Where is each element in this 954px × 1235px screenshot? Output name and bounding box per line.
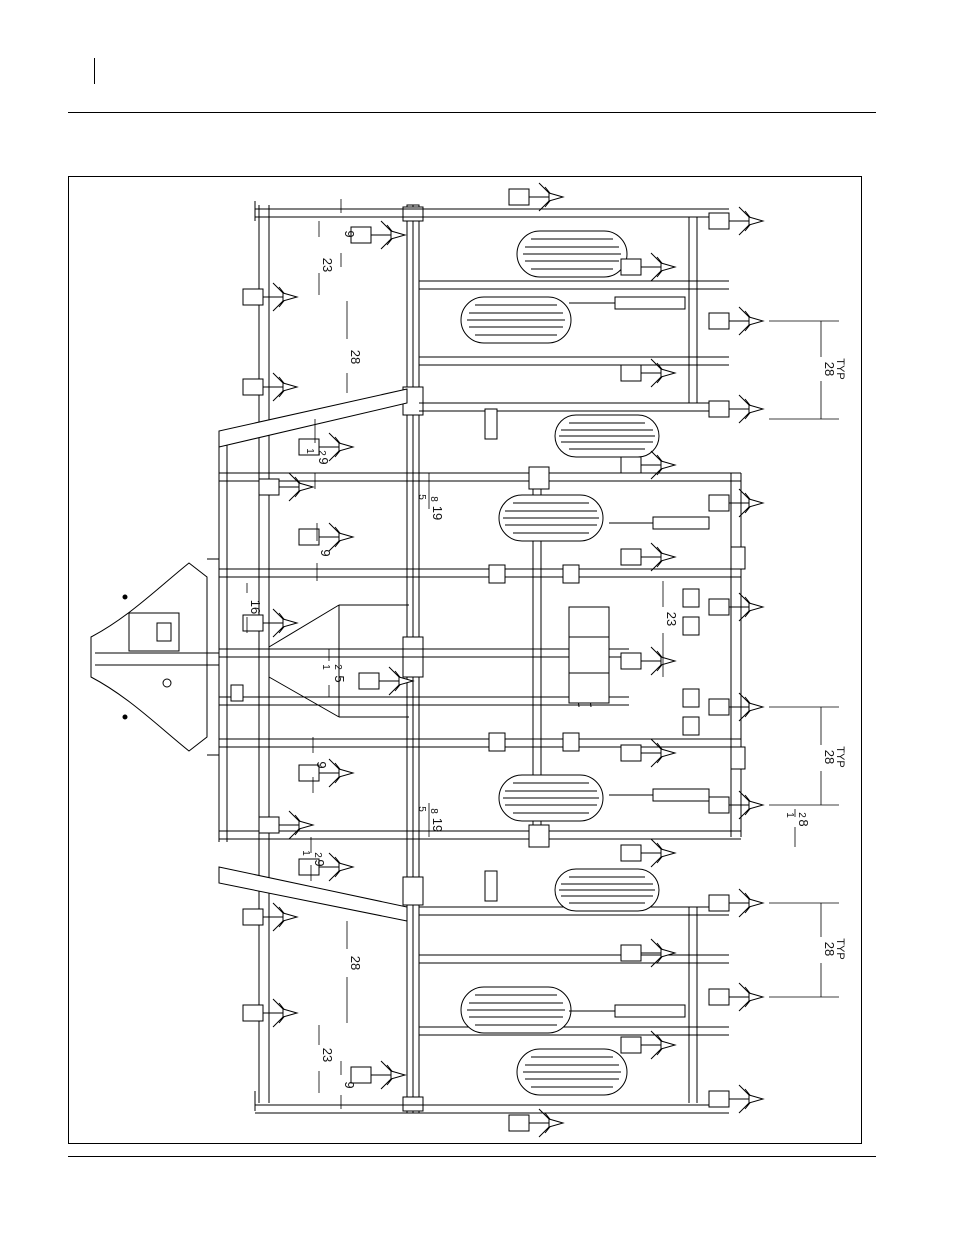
main-toolbar	[403, 205, 423, 1113]
frac-half-den-top: 2	[316, 450, 327, 456]
shank-sweep	[709, 307, 763, 335]
shank-sweep	[709, 889, 763, 917]
typ-label-bottom: TYP	[834, 938, 846, 959]
frac-half-den-center: 2	[332, 664, 343, 670]
dim-19-top: 19	[430, 506, 445, 520]
shank-sweep	[709, 693, 763, 721]
shank-sweep	[243, 373, 297, 401]
shank-sweep	[621, 839, 675, 867]
wheel	[461, 297, 571, 343]
shank-sweep	[621, 359, 675, 387]
frac-half-num-right: 1	[784, 812, 795, 818]
dimension-labels: 9 23 28 9 1 2 9 16 5 1 2 9 9 1 2 28 23 9…	[248, 230, 846, 1088]
header-tick	[94, 58, 95, 84]
shank-sweep	[243, 283, 297, 311]
wheel	[461, 987, 571, 1033]
wheel	[517, 1049, 627, 1095]
frac-eighths-den-top: 8	[428, 496, 439, 502]
dim-19-bottom: 19	[430, 818, 445, 832]
shank-sweep	[509, 183, 563, 211]
shank-sweep	[621, 647, 675, 675]
shank-sweep	[709, 791, 763, 819]
left-frame	[219, 201, 269, 1111]
right-frame	[689, 217, 745, 1103]
figure-frame: 9 23 28 9 1 2 9 16 5 1 2 9 9 1 2 28 23 9…	[68, 176, 862, 1144]
dim-23-top: 23	[320, 258, 335, 272]
shank-sweep	[709, 207, 763, 235]
dim-5-half: 5	[332, 675, 347, 682]
implement-layout-diagram: 9 23 28 9 1 2 9 16 5 1 2 9 9 1 2 28 23 9…	[69, 177, 861, 1143]
frac-half-num-top: 1	[304, 448, 315, 454]
shank-sweep	[621, 543, 675, 571]
dim-8-half-right: 8	[796, 819, 811, 826]
shank-sweep	[621, 739, 675, 767]
shank-sweep	[259, 811, 313, 839]
shank-sweep	[299, 853, 353, 881]
shank-sweep	[709, 983, 763, 1011]
dim-9-mid-top: 9	[318, 549, 333, 556]
dim-28-bottom: 28	[348, 956, 363, 970]
dim-23-center: 23	[664, 612, 679, 626]
frac-eighths-num-top: 5	[416, 494, 427, 500]
shank-sweep	[299, 523, 353, 551]
wheel	[499, 775, 603, 821]
shank-sweep	[709, 593, 763, 621]
typ-label-top: TYP	[834, 358, 846, 379]
frac-eighths-num-bottom: 5	[416, 806, 427, 812]
shank-sweep	[243, 999, 297, 1027]
shank-sweep	[259, 473, 313, 501]
dim-23-bottom: 23	[320, 1048, 335, 1062]
dim-28-top: 28	[348, 350, 363, 364]
header-rule	[68, 112, 876, 113]
shank-sweep	[351, 1061, 405, 1089]
shank-sweep	[709, 1085, 763, 1113]
wing-braces	[219, 389, 407, 921]
shank-sweep	[709, 395, 763, 423]
wheel	[499, 495, 603, 541]
dim-9-half-bottom: 9	[312, 859, 327, 866]
frac-half-den-right: 2	[796, 812, 807, 818]
wheel	[517, 231, 627, 277]
dim-16: 16	[248, 600, 263, 614]
dim-9-half-top: 9	[316, 457, 331, 464]
wheel	[555, 869, 659, 911]
shank-sweep	[621, 253, 675, 281]
frac-half-num-center: 1	[320, 664, 331, 670]
frac-half-num-bottom: 1	[300, 850, 311, 856]
footer-rule	[68, 1156, 876, 1157]
wheel	[555, 415, 659, 457]
frac-eighths-den-bottom: 8	[428, 808, 439, 814]
dim-9-top: 9	[342, 230, 357, 237]
shank-sweep	[243, 903, 297, 931]
shank-sweep	[709, 489, 763, 517]
frac-half-den-bottom: 2	[312, 852, 323, 858]
dim-9-mid-bottom: 9	[314, 761, 329, 768]
typ-label-mid: TYP	[834, 746, 846, 767]
dim-9-bottom: 9	[342, 1081, 357, 1088]
shank-sweep	[351, 221, 405, 249]
